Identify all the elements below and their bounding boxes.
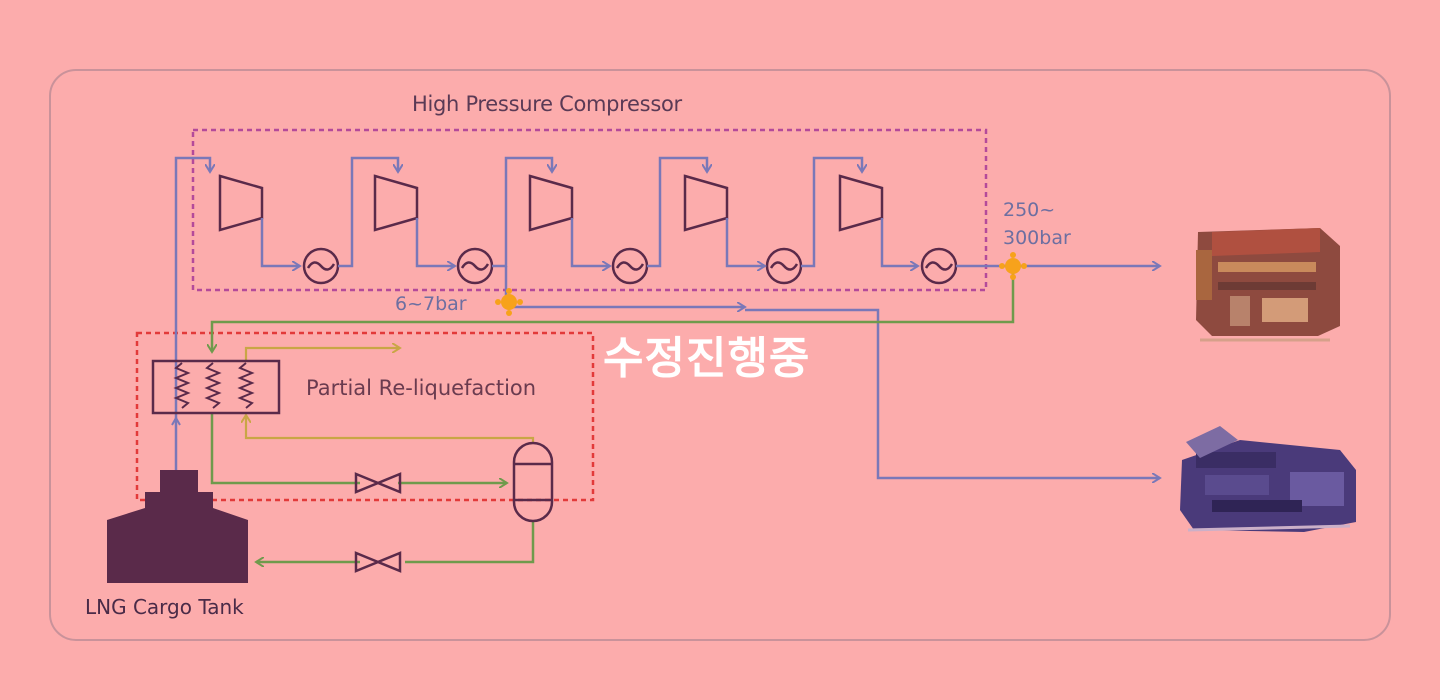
high-pressure-junction: [999, 252, 1027, 280]
cooler-icon: [611, 247, 649, 285]
compressor-stage-4: [683, 174, 729, 232]
cargo-tank-label: LNG Cargo Tank: [85, 595, 244, 619]
return-flow-lines: [246, 348, 535, 443]
compressor-stages: [218, 174, 884, 232]
cooler-icon: [302, 247, 340, 285]
generator-engine-image: [1180, 426, 1356, 532]
high-pressure-label-line2: 300bar: [1003, 227, 1071, 249]
compressor-title: High Pressure Compressor: [412, 92, 682, 116]
cooler-icon: [765, 247, 803, 285]
compressor-stage-1: [218, 174, 264, 232]
main-engine-image: [1196, 228, 1340, 342]
compressor-stage-3: [528, 174, 574, 232]
liquid-flow-lines: [212, 271, 1015, 562]
compressor-stage-2: [373, 174, 419, 232]
cooler-icon: [456, 247, 494, 285]
intercoolers: [302, 247, 958, 285]
heat-exchanger: [151, 359, 281, 426]
junction-markers: [495, 252, 1027, 316]
overlay-status-text: 수정진행중: [603, 333, 811, 384]
low-pressure-label: 6~7bar: [395, 293, 467, 315]
separator-vessel: [512, 441, 554, 523]
cooler-icon: [920, 247, 958, 285]
high-pressure-label-line1: 250~: [1003, 199, 1056, 221]
diagram-frame: [49, 69, 1391, 641]
compressor-stage-5: [838, 174, 884, 232]
return-valve-icon: [354, 551, 402, 573]
reliquefaction-boundary: [135, 331, 595, 502]
gas-flow-lines: [174, 156, 1160, 478]
low-pressure-junction: [495, 288, 523, 316]
expansion-valve-icon: [354, 472, 402, 494]
reliquefaction-label: Partial Re-liquefaction: [306, 376, 537, 400]
lng-cargo-tank: [107, 470, 248, 583]
compressor-group-boundary: [191, 128, 988, 292]
high-pressure-label: 250~ 300bar: [1003, 196, 1071, 252]
